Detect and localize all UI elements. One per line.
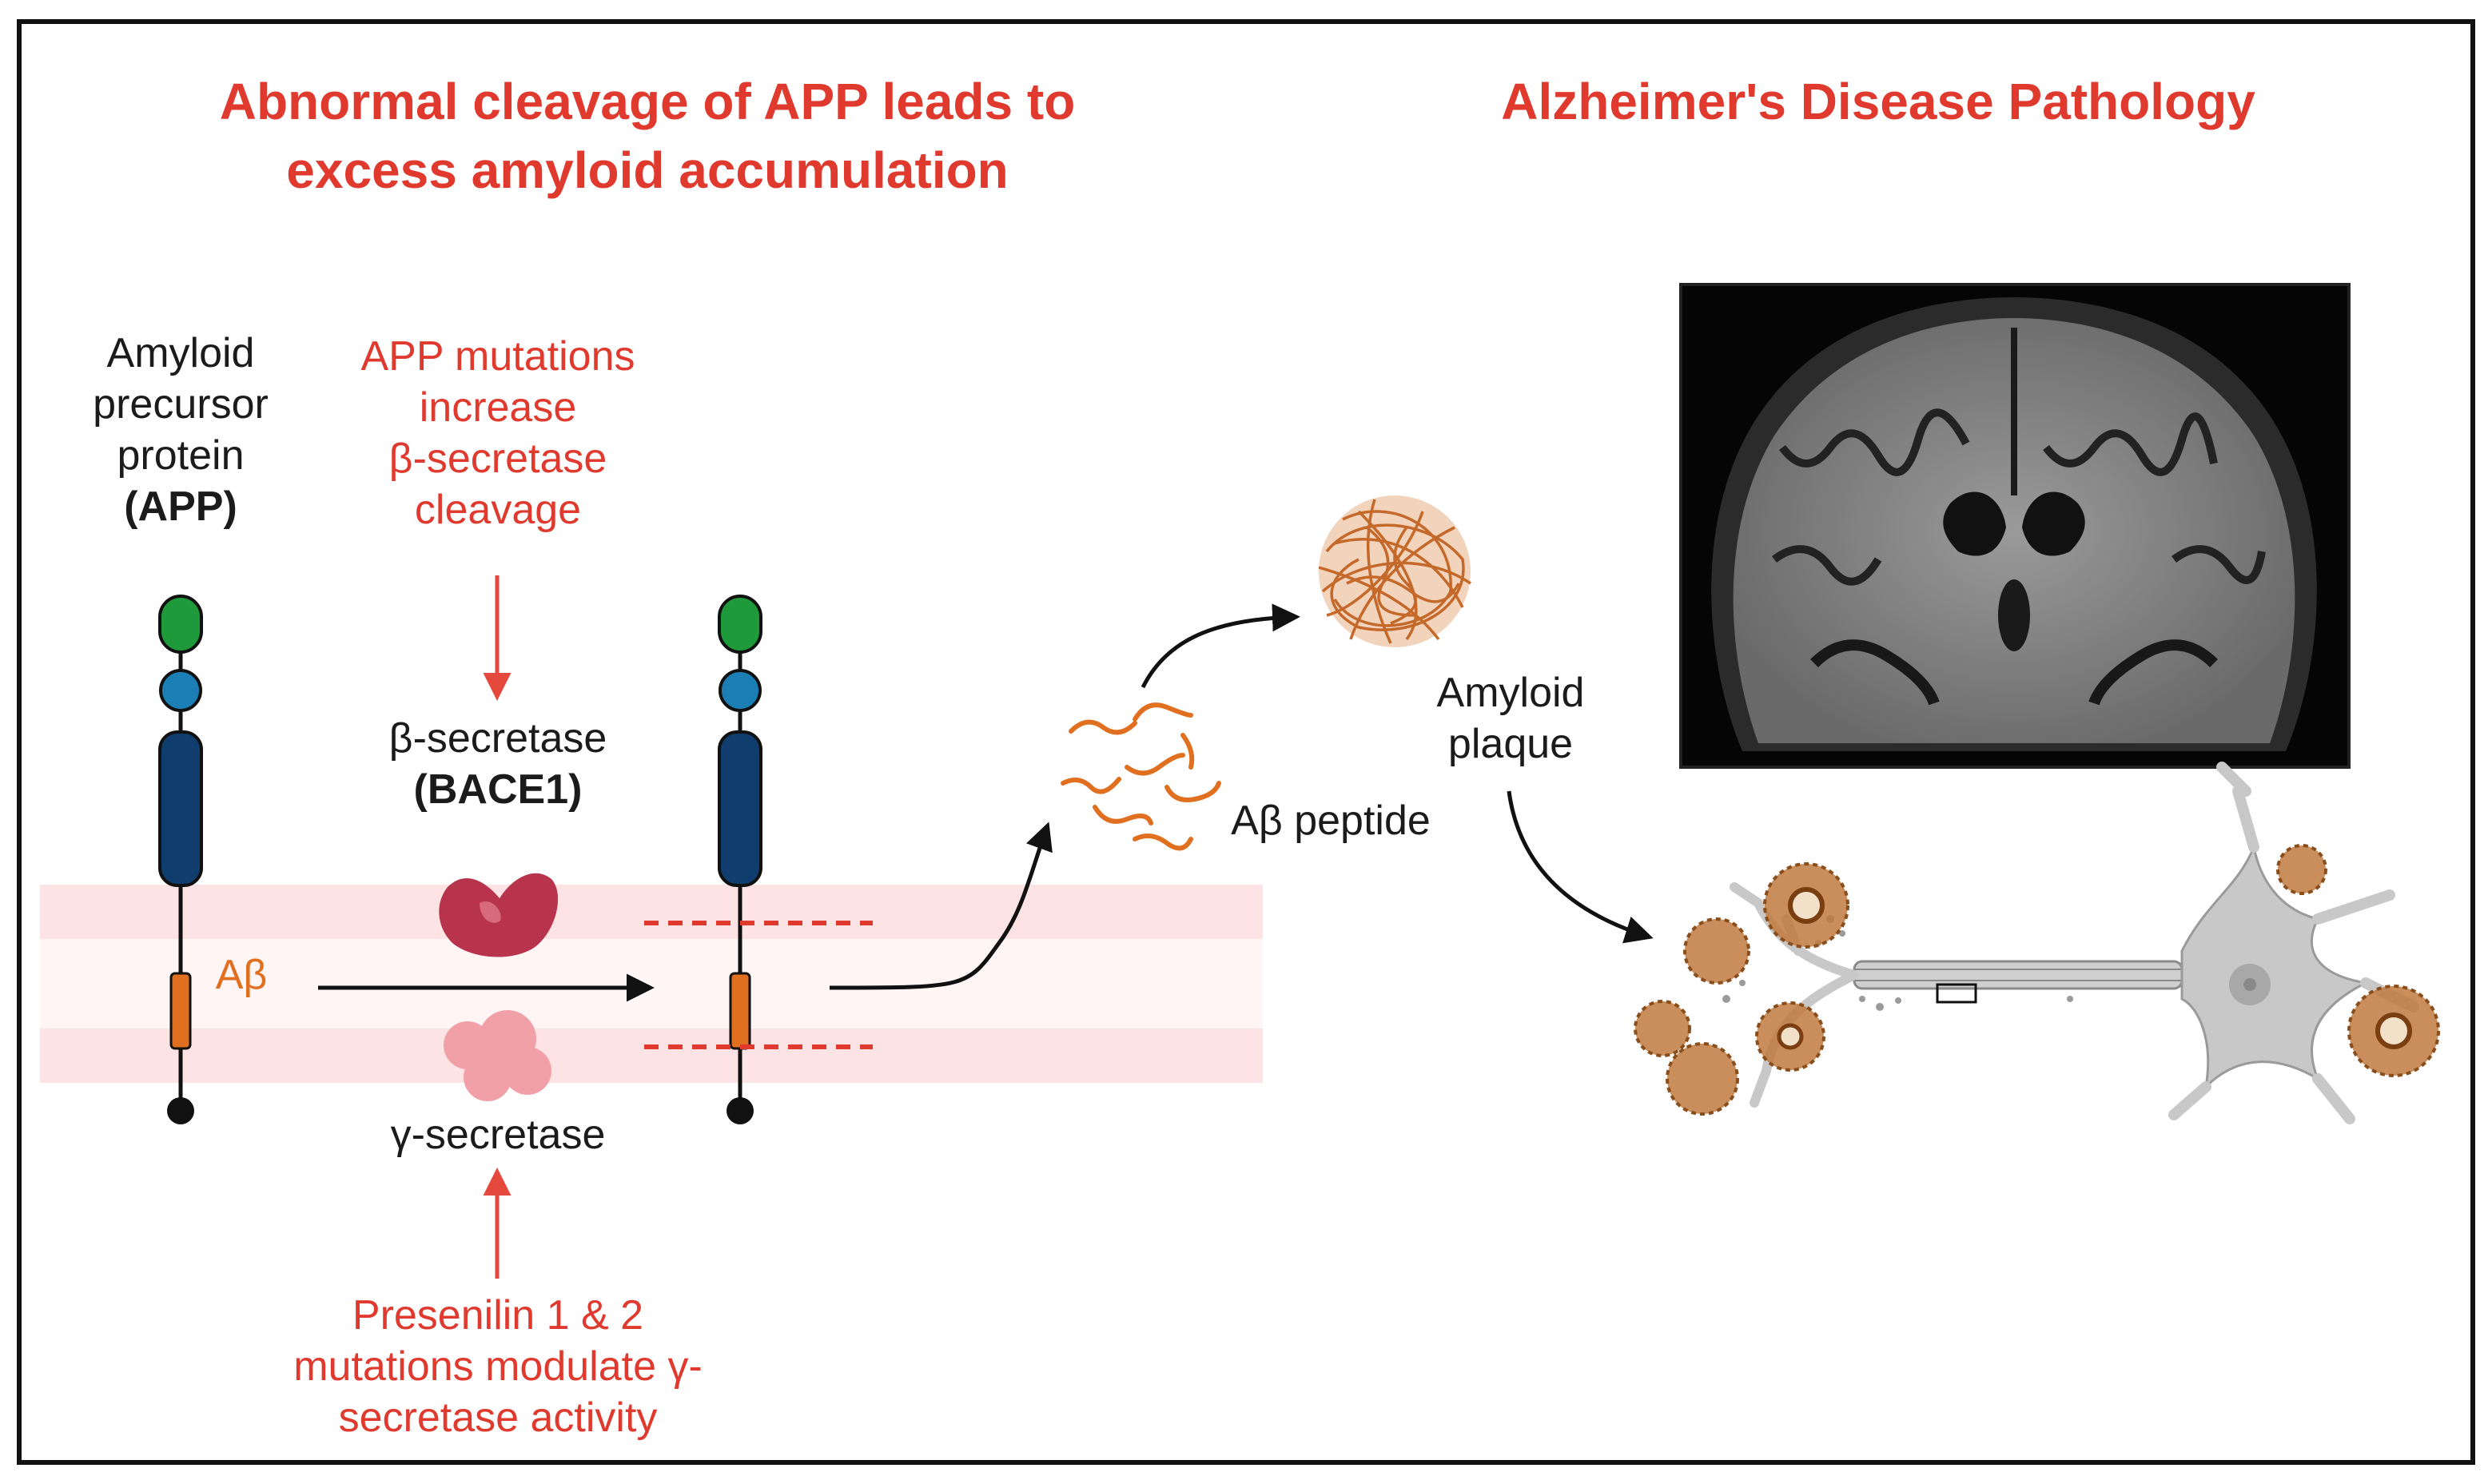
app-mutations-line2: increase bbox=[419, 384, 577, 431]
abeta-label: Aβ bbox=[215, 952, 268, 998]
presenilin-line1: Presenilin 1 & 2 bbox=[352, 1292, 644, 1339]
amyloid-plaque-line1: Amyloid bbox=[1436, 670, 1585, 716]
abeta-segment bbox=[169, 972, 192, 1050]
plaque-cluster bbox=[1666, 1042, 1739, 1116]
left-heading-line1: Abnormal cleavage of APP leads to bbox=[219, 73, 1076, 130]
aggregation-arrow bbox=[1141, 603, 1300, 689]
left-heading: Abnormal cleavage of APP leads to excess… bbox=[144, 67, 1151, 205]
beta-secretase-label: β-secretase (BACE1) bbox=[352, 713, 644, 815]
plaque-to-neuron-arrow bbox=[1507, 790, 1654, 944]
cell-membrane bbox=[40, 885, 1263, 1083]
app-mutations-line1: APP mutations bbox=[360, 333, 635, 380]
app-label: Amyloid precursor protein (APP) bbox=[61, 328, 301, 532]
abeta-peptide-label: Aβ peptide bbox=[1231, 798, 1431, 844]
abeta-peptides-icon bbox=[1061, 702, 1221, 851]
plaque-cluster bbox=[1755, 1001, 1825, 1072]
presenilin-line3: secretase activity bbox=[338, 1394, 658, 1441]
app-domain-teal bbox=[159, 669, 202, 712]
presenilin-label: Presenilin 1 & 2 mutations modulate γ- s… bbox=[240, 1290, 756, 1443]
amyloid-plaque-label: Amyloid plaque bbox=[1431, 667, 1590, 770]
right-heading: Alzheimer's Disease Pathology bbox=[1501, 73, 2255, 130]
left-heading-line2: excess amyloid accumulation bbox=[286, 141, 1009, 199]
beta-secretase-line1: β-secretase bbox=[388, 715, 607, 762]
brain-mri-image bbox=[1679, 283, 2351, 769]
app-label-line4: (APP) bbox=[124, 483, 237, 530]
app-domain-green bbox=[158, 595, 203, 654]
app-label-line1: Amyloid bbox=[106, 330, 255, 376]
app-protein-intact bbox=[158, 595, 203, 1124]
bace1-enzyme-icon bbox=[439, 873, 559, 957]
plaque-cluster bbox=[1683, 917, 1750, 985]
beta-secretase-line2: (BACE1) bbox=[413, 766, 583, 813]
plaque-cluster bbox=[2276, 844, 2327, 895]
presenilin-line2: mutations modulate γ- bbox=[293, 1343, 703, 1390]
app-mutations-line4: cleavage bbox=[414, 487, 582, 533]
neuron-plaques bbox=[1634, 844, 2440, 1116]
app-mutations-line3: β-secretase bbox=[388, 436, 607, 482]
figure-border bbox=[17, 19, 2475, 1465]
app-label-line2: precursor bbox=[93, 381, 269, 428]
axon-inset-box bbox=[1936, 983, 1977, 1004]
amyloid-plaque-line2: plaque bbox=[1447, 721, 1574, 767]
app-mutations-label: APP mutations increase β-secretase cleav… bbox=[320, 331, 676, 535]
amyloid-plaque-icon bbox=[1318, 495, 1471, 647]
gamma-secretase-enzyme-icon bbox=[444, 1010, 551, 1101]
plaque-cluster bbox=[1763, 862, 1849, 949]
plaque-cluster bbox=[2347, 985, 2440, 1077]
release-arrow bbox=[829, 822, 1053, 990]
gamma-secretase-label: γ-secretase bbox=[390, 1112, 606, 1158]
plaque-cluster bbox=[1634, 1000, 1691, 1057]
app-label-line3: protein bbox=[117, 432, 245, 479]
app-domain-navy bbox=[158, 730, 203, 887]
